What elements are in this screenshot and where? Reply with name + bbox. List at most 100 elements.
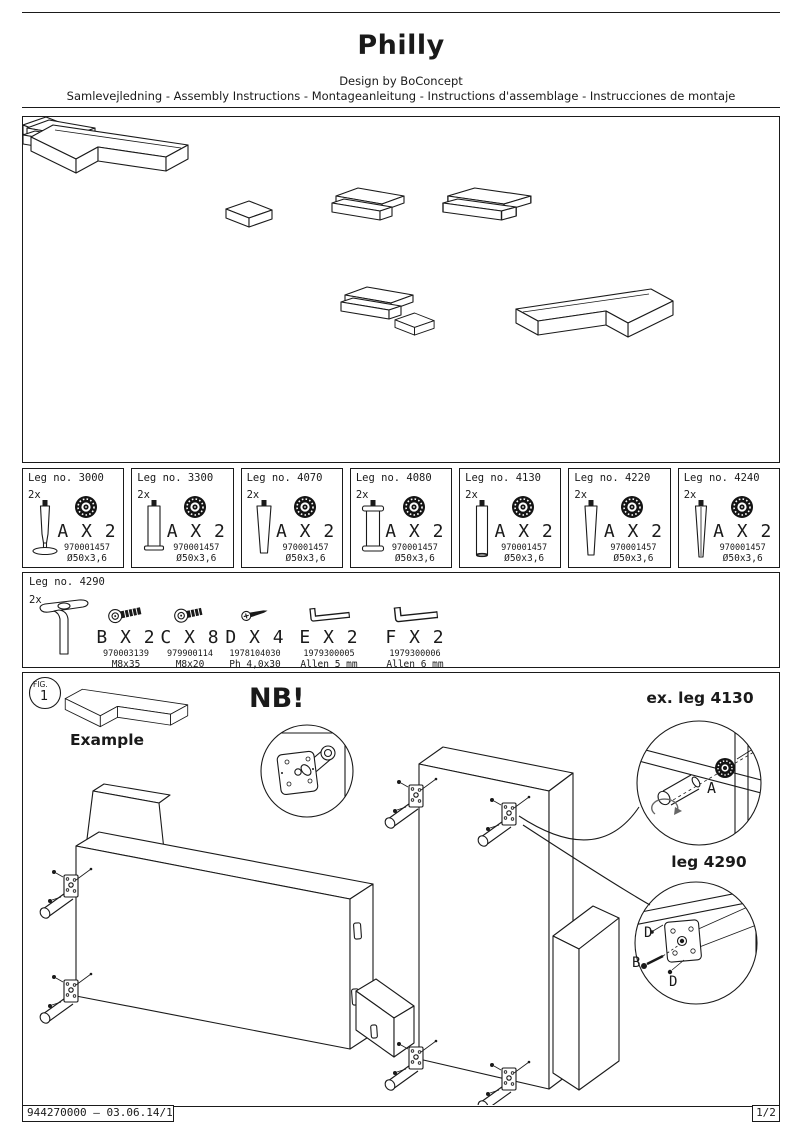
leg-4130-icon — [476, 500, 489, 558]
part-number: 1978104030 — [229, 649, 281, 659]
hardware-item-d: D X 4 1978104030 Ph 4,0x30 — [222, 601, 288, 670]
figure-1-box: FIG. 1 Example NB! ex. leg 4130 A leg 42… — [22, 672, 780, 1107]
leg-4290-icon — [39, 599, 89, 655]
part-number: 970001457 — [391, 543, 438, 553]
leg-qty: 2x — [574, 489, 588, 501]
part-number: 1979300006 — [389, 649, 441, 659]
leg-4070-icon — [256, 500, 272, 554]
right-sofa-base-unit — [418, 746, 574, 1090]
part-number: 970001457 — [610, 543, 657, 553]
part-number: 970001457 — [282, 543, 329, 553]
hardware-item-c: C X 8 979900114 M8x20 — [157, 601, 223, 670]
part-size: Allen 5 mm — [300, 659, 358, 670]
part-size: M8x20 — [175, 659, 205, 670]
part-number: 970003139 — [102, 649, 150, 659]
washer-icon — [402, 496, 425, 518]
leg-qty: 2x — [683, 489, 697, 501]
part-size: Allen 6 mm — [386, 659, 444, 670]
leg-4080-icon — [361, 500, 384, 552]
washer-icon — [730, 496, 753, 518]
leg-number-label: Leg no. 4070 — [246, 472, 323, 484]
right-ottoman-unit — [552, 905, 620, 1091]
bolt-b-icon — [93, 601, 159, 627]
header-rule — [22, 107, 780, 108]
leg-qty: 2x — [355, 489, 369, 501]
hardware-item-b: B X 2 970003139 M8x35 — [93, 601, 159, 670]
part-label: A X 2 — [603, 521, 663, 542]
part-label: A X 2 — [275, 521, 336, 542]
part-label: C X 8 — [160, 627, 220, 648]
part-label: A X 2 — [494, 521, 554, 542]
washer-icon — [293, 496, 316, 518]
leg-number-label: Leg no. 4290 — [29, 576, 105, 588]
product-overview-box — [22, 116, 780, 463]
hardware-item-e: E X 2 1979300005 Allen 5 mm — [289, 601, 369, 670]
leg-4220-icon — [584, 500, 598, 556]
leg-number-label: Leg no. 4080 — [355, 472, 432, 484]
screw-d-icon — [222, 601, 288, 627]
sofa-modules-illustration — [23, 117, 674, 338]
part-label: A X 2 — [166, 521, 226, 542]
part-number: 979900114 — [166, 649, 214, 659]
design-credit: Design by BoConcept — [339, 74, 463, 88]
sofa-modules-overlay — [225, 187, 405, 228]
part-label: E X 2 — [299, 627, 359, 648]
part-size: Ø50x3,6 — [176, 553, 217, 564]
part-size: Ø50x3,6 — [504, 553, 545, 564]
left-sofa-base-unit — [75, 783, 415, 1058]
part-size: Ø50x3,6 — [613, 553, 654, 564]
example-sofa-illustration — [64, 688, 189, 728]
part-size: Ø50x3,6 — [394, 553, 435, 564]
page-title: Philly — [357, 30, 445, 61]
leg-qty: 2x — [28, 489, 41, 501]
leg-qty: 2x — [29, 594, 42, 606]
part-size: Ph 4,0x30 — [229, 659, 281, 670]
allen-key-5mm-icon — [289, 601, 369, 627]
part-number: 970001457 — [719, 543, 766, 553]
leg-number-label: Leg no. 4240 — [683, 472, 760, 484]
top-rule — [22, 12, 780, 13]
part-number: 1979300005 — [303, 649, 355, 659]
part-size: Ø50x3,6 — [66, 553, 108, 564]
part-number: 970001457 — [63, 543, 111, 553]
leg-qty: 2x — [137, 489, 150, 501]
leg-qty: 2x — [465, 489, 478, 501]
leg-number-label: Leg no. 3000 — [28, 472, 104, 484]
leg-3000-icon — [32, 500, 58, 556]
leg-number-label: Leg no. 3300 — [137, 472, 214, 484]
part-label: F X 2 — [385, 627, 445, 648]
part-number: 970001457 — [501, 543, 548, 553]
bolt-c-icon — [157, 601, 223, 627]
part-size: Ø50x3,6 — [722, 553, 763, 564]
leg-3300-icon — [144, 500, 165, 551]
part-size: Ø50x3,6 — [285, 553, 326, 564]
part-size: M8x35 — [111, 659, 141, 670]
part-label: A X 2 — [57, 521, 117, 542]
leg-number-label: Leg no. 4220 — [574, 472, 651, 484]
leg-4240-icon — [694, 500, 707, 558]
leg-number-label: Leg no. 4130 — [465, 472, 541, 484]
part-number: 970001457 — [173, 543, 220, 553]
part-label: D X 4 — [225, 627, 285, 648]
washer-icon — [512, 496, 535, 518]
document-number: 944270000 – 03.06.14/1 — [22, 1105, 174, 1122]
leg-qty: 2x — [246, 489, 260, 501]
allen-key-6mm-icon — [375, 601, 455, 627]
assembly-diagram — [28, 676, 762, 1105]
washer-icon — [184, 496, 207, 518]
part-label: A X 2 — [713, 521, 773, 542]
corner-sofa-illustration — [30, 124, 189, 174]
part-label: A X 2 — [385, 521, 445, 542]
washer-icon — [621, 496, 644, 518]
page-indicator: 1/2 — [752, 1105, 780, 1122]
washer-icon — [75, 496, 97, 518]
